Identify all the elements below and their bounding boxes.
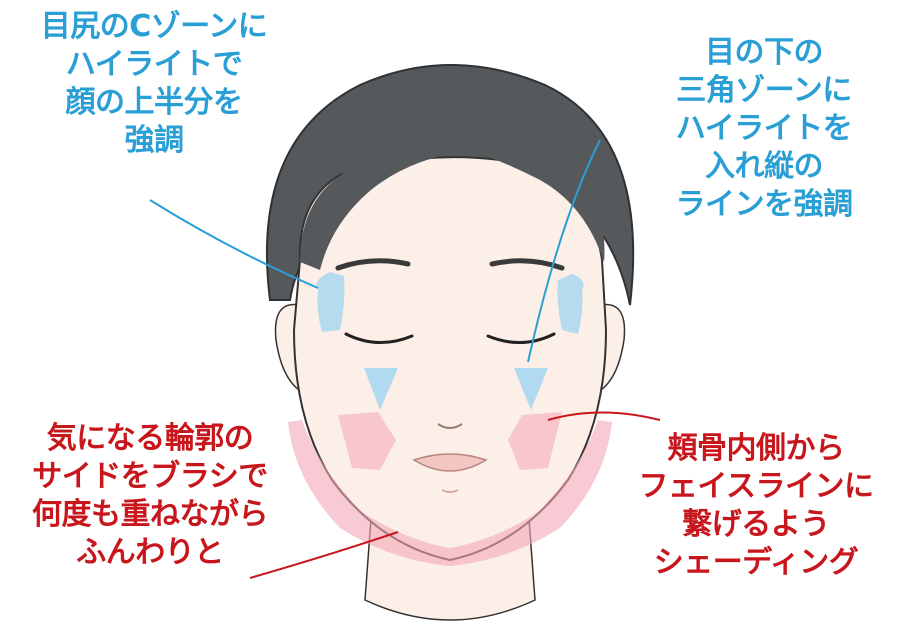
right-eye bbox=[486, 332, 556, 345]
right-eyebrow bbox=[489, 258, 565, 271]
caption-line: ふんわりと bbox=[76, 535, 224, 570]
nose bbox=[437, 423, 463, 429]
right-c-zone-highlight bbox=[557, 274, 584, 334]
caption-line: フェイスラインに bbox=[638, 469, 874, 504]
caption-line: ハイライトで bbox=[65, 47, 243, 82]
caption-jaw-shading: 気になる輪郭の サイドをブラシで 何度も重ねながら ふんわりと bbox=[0, 420, 300, 572]
top-left-leader-line bbox=[149, 199, 319, 289]
left-eyebrow bbox=[335, 258, 411, 271]
caption-line: サイドをブラシで bbox=[32, 459, 268, 494]
jaw-shading-band bbox=[288, 420, 612, 566]
caption-line: 目尻のCゾーンに bbox=[40, 9, 268, 44]
bottom-left-leader-line bbox=[249, 531, 399, 579]
caption-line: ハイライトを bbox=[675, 111, 853, 146]
left-eye bbox=[344, 332, 414, 345]
caption-line: 繋げるよう bbox=[682, 507, 830, 542]
left-c-zone-highlight bbox=[316, 272, 345, 332]
left-triangle-highlight bbox=[364, 368, 398, 410]
caption-line: シェーディング bbox=[653, 545, 859, 580]
caption-line: 顔の上半分を bbox=[65, 85, 244, 120]
caption-cheek-shading: 頬骨内側から フェイスラインに 繋げるよう シェーディング bbox=[612, 430, 900, 582]
top-right-leader-line bbox=[527, 139, 601, 363]
hair-fringe-right bbox=[470, 150, 605, 262]
caption-line: ラインを強調 bbox=[675, 187, 854, 222]
caption-line: 気になる輪郭の bbox=[46, 421, 254, 456]
bottom-right-leader-line bbox=[547, 411, 661, 421]
caption-line: 目の下の bbox=[705, 35, 824, 70]
caption-line: 強調 bbox=[124, 123, 185, 158]
caption-line: 頬骨内側から bbox=[667, 431, 846, 466]
caption-line: 三角ゾーンに bbox=[676, 73, 852, 108]
right-triangle-highlight bbox=[514, 368, 548, 410]
caption-line: 入れ縦の bbox=[705, 149, 824, 184]
caption-c-zone-highlight: 目尻のCゾーンに ハイライトで 顔の上半分を 強調 bbox=[4, 8, 304, 160]
caption-triangle-highlight: 目の下の 三角ゾーンに ハイライトを 入れ縦の ラインを強調 bbox=[630, 34, 898, 224]
caption-line: 何度も重ねながら bbox=[32, 497, 269, 532]
lips bbox=[412, 453, 488, 472]
right-cheek-shading bbox=[508, 412, 562, 470]
hair-fringe bbox=[300, 147, 470, 270]
chin-line bbox=[441, 489, 459, 493]
left-cheek-shading bbox=[338, 412, 396, 470]
